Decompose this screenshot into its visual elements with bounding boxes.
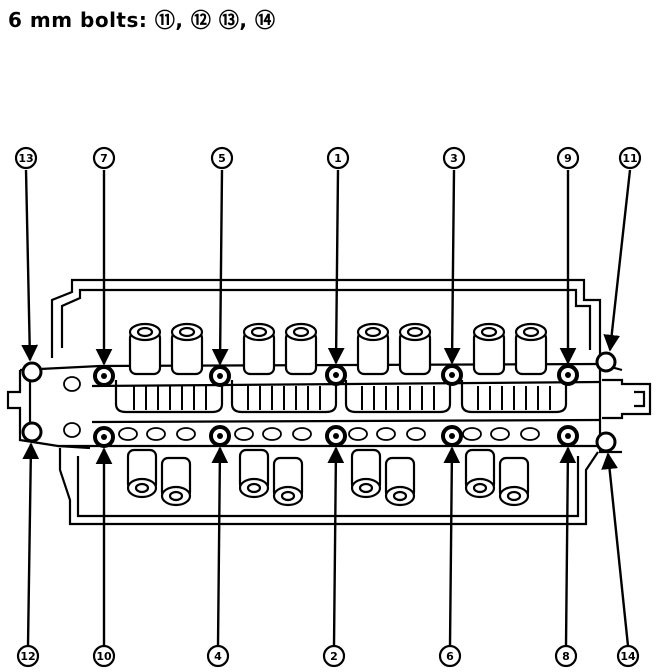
callouts: 13 7 5 1 3 9 11 12 10 4 2 6 8 14 [14, 146, 642, 668]
callout-9: 9 [556, 146, 580, 170]
callout-14: 14 [616, 644, 640, 668]
callout-11: 11 [618, 146, 642, 170]
caption: 6 mm bolts: ⑪, ⑫ ⑬, ⑭ [8, 8, 276, 32]
bolt-11 [595, 351, 617, 373]
callout-label-3: 3 [450, 152, 458, 165]
callout-label-2: 2 [330, 650, 338, 663]
rail-holes [63, 376, 540, 441]
callout-label-7: 7 [100, 152, 108, 165]
callout-10: 10 [92, 644, 116, 668]
callout-label-10: 10 [96, 650, 112, 663]
callout-6: 6 [438, 644, 462, 668]
bolt-4 [209, 425, 231, 447]
callout-label-9: 9 [564, 152, 572, 165]
callout-label-8: 8 [562, 650, 570, 663]
bolt-3 [441, 364, 463, 386]
callout-label-11: 11 [622, 152, 637, 165]
callout-5: 5 [210, 146, 234, 170]
callout-12: 12 [16, 644, 40, 668]
callout-13: 13 [14, 146, 38, 170]
callout-label-6: 6 [446, 650, 454, 663]
lower-valve-guides [126, 448, 530, 507]
callout-4: 4 [206, 644, 230, 668]
callout-label-12: 12 [20, 650, 35, 663]
bolt-2 [325, 425, 347, 447]
callout-2: 2 [322, 644, 346, 668]
bolt-9 [557, 364, 579, 386]
callout-label-5: 5 [218, 152, 226, 165]
callout-7: 7 [92, 146, 116, 170]
bolt-7 [93, 365, 115, 387]
callout-label-13: 13 [18, 152, 33, 165]
bolt-8 [557, 425, 579, 447]
bolt-14 [595, 431, 617, 453]
callout-1: 1 [326, 146, 350, 170]
bolt-1 [325, 364, 347, 386]
cam-lobe-hatching [133, 386, 551, 410]
callout-label-14: 14 [620, 650, 636, 663]
bolt-10 [93, 426, 115, 448]
bolt-5 [209, 365, 231, 387]
callout-label-4: 4 [214, 650, 222, 663]
bolt-13 [21, 361, 43, 383]
bolt-12 [21, 421, 43, 443]
upper-valve-guides [128, 322, 548, 376]
callout-label-1: 1 [334, 152, 342, 165]
callout-3: 3 [442, 146, 466, 170]
leader-lines [21, 169, 632, 647]
callout-8: 8 [554, 644, 578, 668]
cylinder-head-body [6, 278, 652, 526]
bolt-6 [441, 425, 463, 447]
bolts [21, 351, 617, 453]
